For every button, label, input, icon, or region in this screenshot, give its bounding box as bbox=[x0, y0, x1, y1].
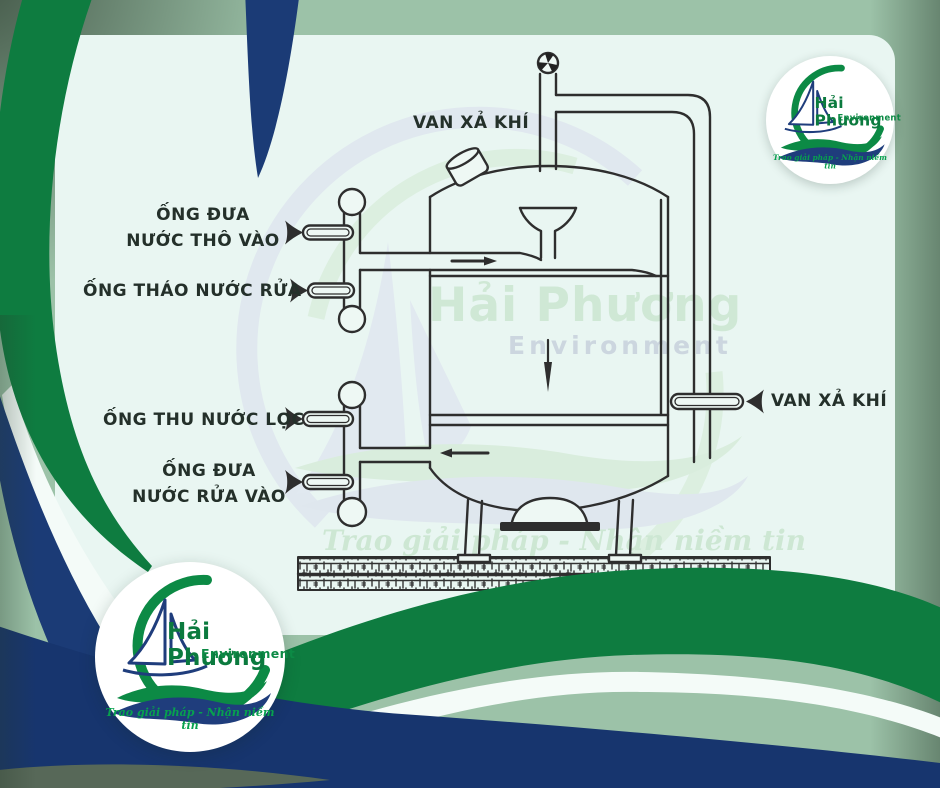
watermark-circle-arc-green-top bbox=[307, 148, 578, 320]
center-flow-arrow bbox=[544, 338, 552, 392]
label-wash-water-inlet: ỐNG ĐƯA NƯỚC RỬA VÀO bbox=[128, 458, 290, 510]
company-logo-small: Hải Phương Environment Trao giải pháp - … bbox=[766, 56, 901, 185]
logo-art bbox=[778, 64, 885, 166]
flow-arrow-left-icon bbox=[440, 448, 452, 458]
watermark-sail-front bbox=[410, 300, 471, 472]
watermark-wave-green bbox=[295, 436, 742, 492]
nozzle-plate-lines bbox=[428, 413, 670, 427]
watermark-subtitle: Environment bbox=[508, 331, 732, 360]
label-wash-water-drain: ỐNG THÁO NƯỚC RỬA bbox=[83, 281, 302, 301]
tank-right-wall bbox=[659, 195, 670, 478]
left-green-crescent bbox=[0, 0, 152, 572]
watermark-circle-arc-blue bbox=[236, 106, 643, 528]
label-raw-water-inlet-line2: NƯỚC THÔ VÀO bbox=[126, 231, 280, 251]
logo-circle: Hải Phương Environment Trao giải pháp - … bbox=[766, 56, 901, 185]
watermark-sail-main bbox=[296, 242, 406, 494]
logo-name: Hải Phương bbox=[814, 94, 882, 130]
left-edge-shadow bbox=[0, 315, 36, 788]
logo-wave-navy-icon bbox=[113, 693, 271, 725]
lower-valve-manifold bbox=[283, 380, 368, 528]
logo-wave-navy-icon bbox=[778, 144, 885, 166]
bottom-drain-dome bbox=[500, 496, 600, 531]
logo-tagline: Trao giải pháp - Nhận niềm tin bbox=[105, 706, 275, 732]
bottom-navy-swoosh bbox=[0, 626, 940, 788]
company-logo-large: Hải Phương Environment Trao giải pháp - … bbox=[95, 562, 295, 752]
label-raw-water-inlet-line1: ỐNG ĐƯA bbox=[156, 205, 250, 225]
upper-valve-manifold bbox=[283, 187, 367, 334]
bottom-olive-sliver bbox=[0, 764, 330, 788]
logo-subtitle: Environment bbox=[201, 646, 296, 661]
logo-sailboat-icon bbox=[784, 80, 842, 134]
flow-arrow-right-icon bbox=[484, 256, 497, 266]
label-air-valve-right: VAN XẢ KHÍ bbox=[771, 391, 888, 411]
filtered-water-outlet-pipe bbox=[358, 446, 490, 464]
content-card bbox=[55, 35, 895, 635]
logo-circle: Hải Phương Environment Trao giải pháp - … bbox=[95, 562, 295, 752]
tank-bottom-dish bbox=[428, 466, 670, 513]
watermark-name: Hải Phương bbox=[428, 278, 743, 333]
tank-body bbox=[428, 164, 670, 513]
label-raw-water-inlet: ỐNG ĐƯA NƯỚC THÔ VÀO bbox=[120, 202, 286, 254]
logo-sailboat-icon bbox=[122, 598, 208, 677]
right-standpipe bbox=[554, 93, 766, 464]
top-air-pipe bbox=[536, 51, 560, 173]
label-wash-water-inlet-line1: ỐNG ĐƯA bbox=[162, 461, 256, 481]
logo-art bbox=[113, 574, 271, 725]
label-filtered-water-outlet: ỐNG THU NƯỚC LỌC bbox=[103, 410, 305, 430]
top-navy-blade bbox=[245, 0, 299, 178]
label-air-valve-top: VAN XẢ KHÍ bbox=[413, 113, 530, 133]
funnel bbox=[518, 206, 578, 260]
watermark-wave-blue bbox=[300, 476, 748, 530]
label-wash-water-inlet-line2: NƯỚC RỬA VÀO bbox=[132, 487, 286, 507]
logo-subtitle: Environment bbox=[837, 112, 902, 123]
manhole bbox=[445, 147, 489, 187]
raw-water-inlet-pipe bbox=[358, 206, 658, 278]
flow-arrow-down-icon bbox=[544, 362, 552, 392]
tank-legs bbox=[456, 498, 643, 564]
logo-tagline: Trao giải pháp - Nhận niềm tin bbox=[773, 153, 887, 171]
logo-name: Hải Phương bbox=[167, 619, 267, 671]
